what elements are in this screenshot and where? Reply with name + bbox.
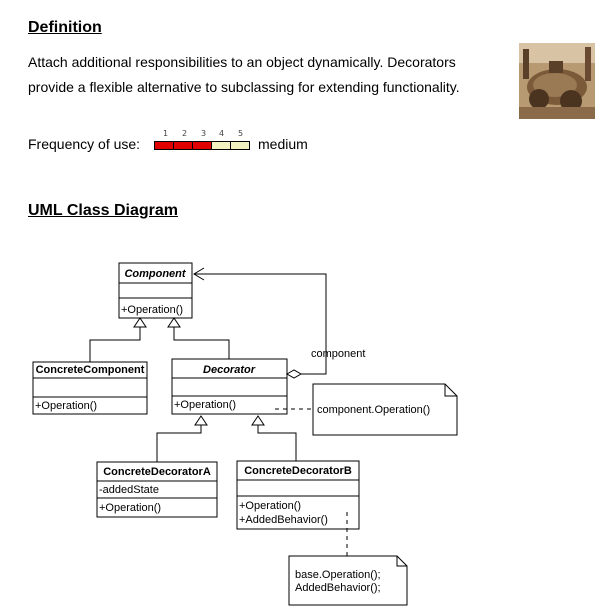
concrete-decorator-b-behavior: +AddedBehavior() <box>239 514 328 526</box>
scale-number-4: 4 <box>219 129 225 138</box>
concrete-decorator-a-field: -addedState <box>99 484 159 496</box>
decorator-note-text: component.Operation() <box>317 404 430 416</box>
concrete-decorator-a-operation: +Operation() <box>99 502 161 514</box>
concrete-decorator-a-class-name: ConcreteDecoratorA <box>103 466 211 478</box>
scale-number-1: 1 <box>163 129 169 138</box>
scale-number-5: 5 <box>238 129 244 138</box>
decorator-b-note-fold <box>396 556 407 567</box>
component-association-arrow <box>193 267 205 281</box>
frequency-level: medium <box>258 136 308 152</box>
concrete-component-operation: +Operation() <box>35 400 97 412</box>
decorator-inheritance-line <box>173 327 230 359</box>
decorator-a-inheritance-line <box>156 425 202 462</box>
decorator-inheritance-arrow <box>167 317 181 328</box>
concrete-decorator-b-class-name: ConcreteDecoratorB <box>244 465 352 477</box>
decorator-class-name: Decorator <box>203 364 256 376</box>
component-operation: +Operation() <box>121 304 183 316</box>
definition-heading: Definition <box>28 19 102 36</box>
decorator-b-note-box <box>288 555 408 606</box>
decorator-b-inheritance-line <box>257 425 297 461</box>
concrete-decorator-b-operation: +Operation() <box>239 500 301 512</box>
concrete-decorator-a-class-box <box>96 461 218 518</box>
concrete-component-class-box <box>32 361 148 415</box>
decorator-b-note-line-1: base.Operation(); <box>295 569 381 581</box>
component-association-line <box>194 273 327 375</box>
aggregation-diamond <box>285 369 303 379</box>
decorator-a-inheritance-arrow <box>194 415 208 426</box>
definition-line-1: Attach additional responsibilities to an… <box>28 54 456 70</box>
decorator-class-box <box>171 358 288 415</box>
concrete-decorator-b-class-box <box>236 460 360 530</box>
scale-number-3: 3 <box>201 129 207 138</box>
locomotive-image <box>519 43 595 119</box>
decorator-note-fold <box>444 384 457 397</box>
decorator-b-note-line-2: AddedBehavior(); <box>295 582 381 594</box>
decorator-operation: +Operation() <box>174 399 236 411</box>
component-class-name: Component <box>124 268 186 280</box>
association-role-label: component <box>311 348 365 360</box>
decorator-note-box <box>312 383 458 436</box>
locomotive-photo <box>519 43 595 119</box>
concrete-component-inheritance-arrow <box>133 317 147 328</box>
component-class-box <box>118 262 193 319</box>
scale-number-2: 2 <box>182 129 188 138</box>
frequency-segment-5 <box>230 141 250 150</box>
frequency-label: Frequency of use: <box>28 136 141 152</box>
concrete-component-class-name: ConcreteComponent <box>36 364 145 376</box>
uml-heading: UML Class Diagram <box>28 202 178 219</box>
decorator-b-inheritance-arrow <box>251 415 265 426</box>
definition-line-2: provide a flexible alternative to subcla… <box>28 79 460 95</box>
concrete-component-inheritance-line <box>89 327 141 362</box>
